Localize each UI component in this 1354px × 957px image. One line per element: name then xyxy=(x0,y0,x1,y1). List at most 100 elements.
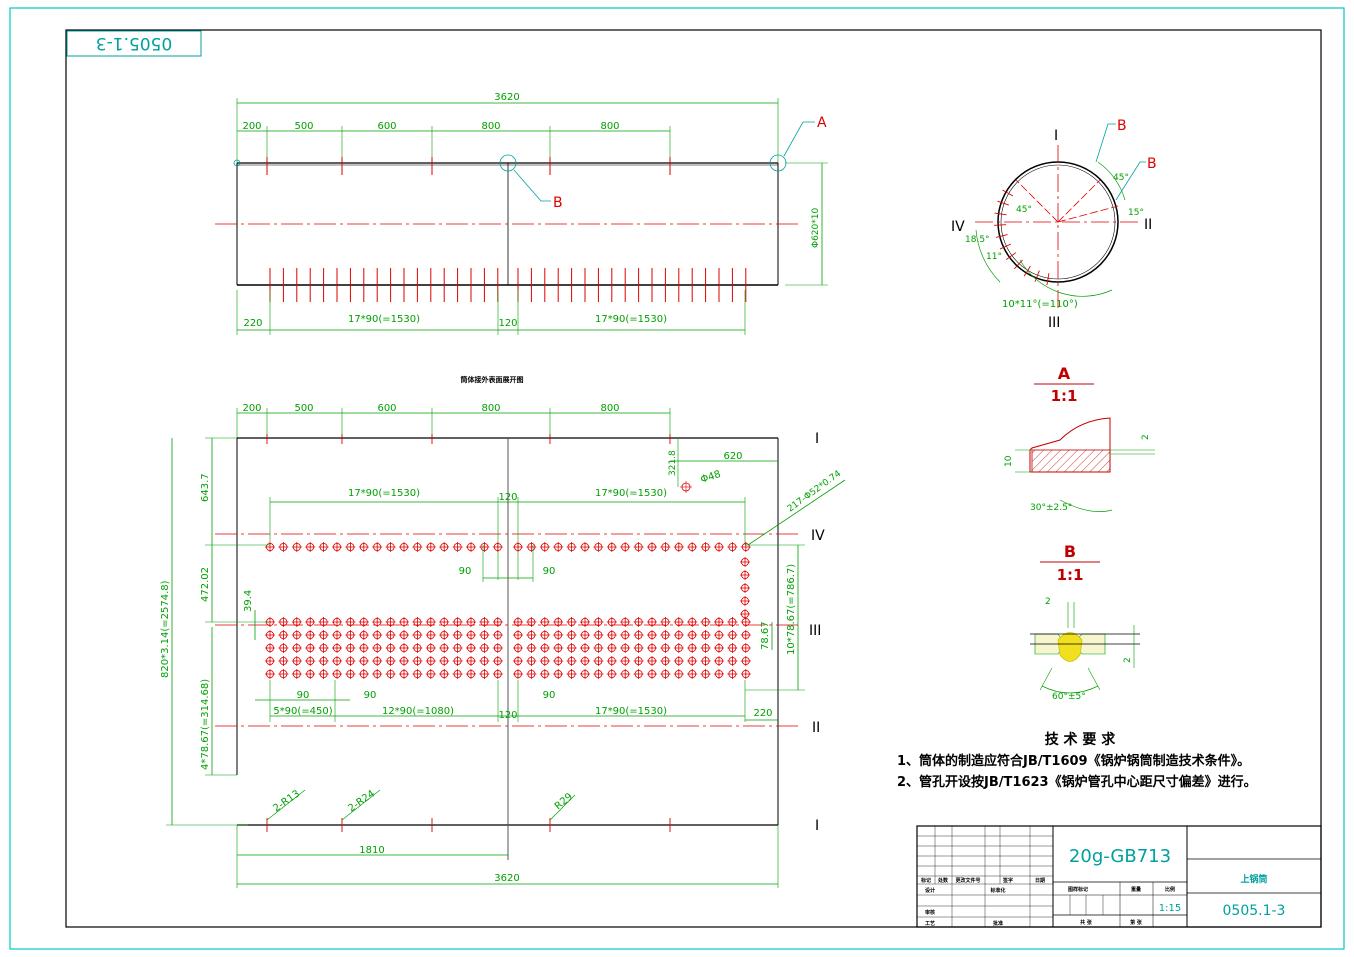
dev-left-472-02: 472.02 xyxy=(200,567,211,602)
dev-left-4x78: 4*78.67(=314.68) xyxy=(200,679,211,770)
dev-hole-callout: 217-Φ52*0.74 xyxy=(786,469,843,515)
section-tube-tick xyxy=(1002,189,1014,197)
tube-hole xyxy=(700,643,711,653)
tube-hole xyxy=(673,669,684,679)
tube-hole xyxy=(412,669,423,679)
tube-hole xyxy=(385,669,396,679)
tube-hole xyxy=(412,643,423,653)
dev-seg-200: 200 xyxy=(242,403,261,414)
outer-frame xyxy=(9,7,1345,950)
tube-hole xyxy=(466,656,476,666)
tube-hole xyxy=(452,542,463,552)
tube-hole xyxy=(372,643,383,653)
tube-hole xyxy=(318,617,329,627)
tube-hole xyxy=(606,669,617,679)
tube-hole xyxy=(687,630,698,640)
tube-hole xyxy=(740,570,750,580)
tube-hole xyxy=(412,542,423,552)
tube-hole xyxy=(291,617,302,627)
tube-hole xyxy=(727,669,738,679)
tube-hole xyxy=(399,630,409,640)
tb-check: 审核 xyxy=(925,909,935,916)
tube-hole xyxy=(647,669,657,679)
tech-req-line2: 2、管孔开设按JB/T1623《锅炉管孔中心距尺寸偏差》进行。 xyxy=(897,774,1257,790)
tube-hole xyxy=(318,656,329,666)
tb-mark: 标记 xyxy=(920,877,931,884)
tube-hole xyxy=(452,643,463,653)
tb-material: 20g-GB713 xyxy=(1069,846,1171,867)
tube-hole xyxy=(278,669,289,679)
tube-hole xyxy=(412,656,423,666)
tube-hole xyxy=(740,583,750,593)
tube-hole xyxy=(714,669,724,679)
tube-hole xyxy=(740,630,751,640)
section-tube-tick xyxy=(1005,252,1017,260)
tube-hole xyxy=(412,630,423,640)
tube-hole xyxy=(439,643,450,653)
tube-hole xyxy=(740,609,750,619)
tube-hole xyxy=(740,596,750,606)
dev-roman-iii: III xyxy=(809,623,821,639)
tube-hole xyxy=(700,617,711,627)
tube-hole xyxy=(305,669,316,679)
tube-hole xyxy=(278,643,289,653)
tb-date: 日期 xyxy=(1035,877,1045,884)
dev-left-643-7: 643.7 xyxy=(200,473,211,502)
tube-hole xyxy=(593,669,604,679)
tube-hole xyxy=(439,656,450,666)
tube-hole xyxy=(553,630,564,640)
tube-hole xyxy=(305,656,316,666)
tube-hole xyxy=(526,656,537,666)
tube-hole xyxy=(580,643,590,653)
tube-hole xyxy=(593,656,604,666)
tube-hole xyxy=(647,643,657,653)
tube-hole xyxy=(345,617,356,627)
tube-hole xyxy=(358,656,369,666)
title-block-text: 20g-GB713 上锅筒 1:15 0505.1-3 标记 处数 更改文件号 … xyxy=(920,846,1285,927)
tube-hole xyxy=(620,656,631,666)
detail-b-label: B xyxy=(1064,542,1076,561)
tube-hole xyxy=(593,630,604,640)
tb-count: 处数 xyxy=(937,877,949,884)
tube-hole xyxy=(539,542,550,552)
top-bottom-120: 120 xyxy=(498,318,517,329)
tube-hole xyxy=(593,617,604,627)
tube-hole xyxy=(673,630,684,640)
top-callout-a: A xyxy=(817,115,827,131)
tube-hole xyxy=(687,669,698,679)
tube-hole xyxy=(620,669,631,679)
dev-bottom-120: 120 xyxy=(498,710,517,721)
tube-hole xyxy=(727,542,738,552)
development-title: 筒体接外表面展开图 xyxy=(461,375,524,384)
tube-hole xyxy=(553,542,564,552)
tube-hole xyxy=(727,643,738,653)
dev-radius-r29: R29 xyxy=(553,791,575,812)
tube-hole xyxy=(714,656,724,666)
tube-hole xyxy=(740,656,751,666)
tube-hole xyxy=(452,669,463,679)
tube-hole xyxy=(291,542,302,552)
detail-b-dim-2-top: 2 xyxy=(1045,597,1051,607)
tb-sign: 签字 xyxy=(1002,877,1013,884)
tube-hole xyxy=(687,656,698,666)
title-block xyxy=(916,825,1322,928)
top-view: 3620 200 500 600 800 800 xyxy=(215,92,828,335)
tube-hole xyxy=(439,669,450,679)
tube-hole xyxy=(714,643,724,653)
tube-hole xyxy=(291,630,302,640)
tube-hole xyxy=(332,656,342,666)
tb-approve: 批准 xyxy=(993,920,1003,927)
tube-hole xyxy=(740,617,751,627)
tube-hole xyxy=(385,656,396,666)
tube-hole xyxy=(425,542,436,552)
detail-a-dim-10: 10 xyxy=(1004,455,1014,467)
section-angle-11: 11° xyxy=(986,252,1002,262)
tube-hole xyxy=(466,630,476,640)
tube-hole xyxy=(358,542,369,552)
tube-hole xyxy=(526,669,537,679)
tube-hole xyxy=(553,643,564,653)
tube-hole xyxy=(553,617,564,627)
dev-seg-500: 500 xyxy=(294,403,313,414)
tube-hole xyxy=(385,630,396,640)
top-bottom-220: 220 xyxy=(243,318,262,329)
